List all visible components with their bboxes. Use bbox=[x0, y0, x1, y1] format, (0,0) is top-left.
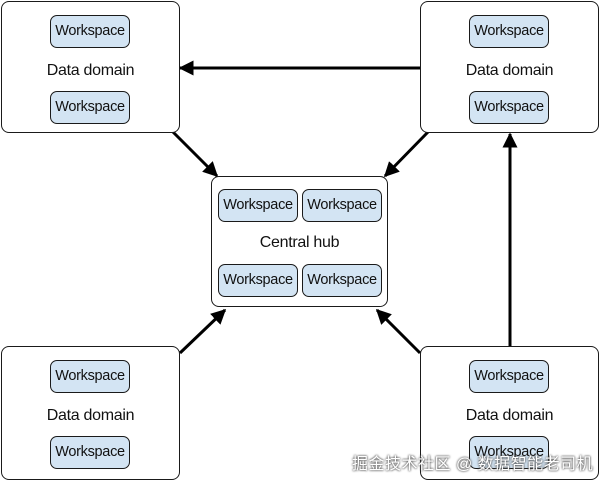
data-domain-title: Data domain bbox=[46, 407, 135, 424]
data-domain-title: Data domain bbox=[46, 62, 135, 79]
workspace: Workspace bbox=[302, 264, 382, 297]
workspace: Workspace bbox=[218, 264, 298, 297]
workspace: Workspace bbox=[469, 436, 549, 469]
arrow-top-left-to-hub bbox=[171, 130, 219, 178]
workspace: Workspace bbox=[50, 436, 130, 469]
data-domain-bottom-left: Workspace Data domain Workspace bbox=[1, 346, 180, 480]
workspace: Workspace bbox=[218, 189, 298, 222]
central-hub: Workspace Workspace Central hub Workspac… bbox=[211, 176, 388, 307]
data-domain-top-right: Workspace Data domain Workspace bbox=[420, 1, 599, 133]
workspace: Workspace bbox=[469, 360, 549, 393]
arrow-bottom-right-to-hub bbox=[375, 308, 422, 355]
workspace: Workspace bbox=[50, 91, 130, 124]
arrow-top-right-to-hub bbox=[383, 130, 430, 178]
workspace: Workspace bbox=[469, 15, 549, 48]
data-domain-bottom-right: Workspace Data domain Workspace bbox=[420, 346, 599, 480]
workspace: Workspace bbox=[50, 360, 130, 393]
data-domain-title: Data domain bbox=[465, 62, 554, 79]
watermark: 掘金技术社区 @ 数据智能老司机 bbox=[352, 456, 594, 473]
data-domain-title: Data domain bbox=[465, 407, 554, 424]
arrow-bottom-left-to-hub bbox=[178, 308, 227, 355]
data-domain-top-left: Workspace Data domain Workspace bbox=[1, 1, 180, 133]
central-hub-title: Central hub bbox=[259, 234, 340, 251]
workspace: Workspace bbox=[469, 91, 549, 124]
workspace: Workspace bbox=[302, 189, 382, 222]
workspace: Workspace bbox=[50, 15, 130, 48]
